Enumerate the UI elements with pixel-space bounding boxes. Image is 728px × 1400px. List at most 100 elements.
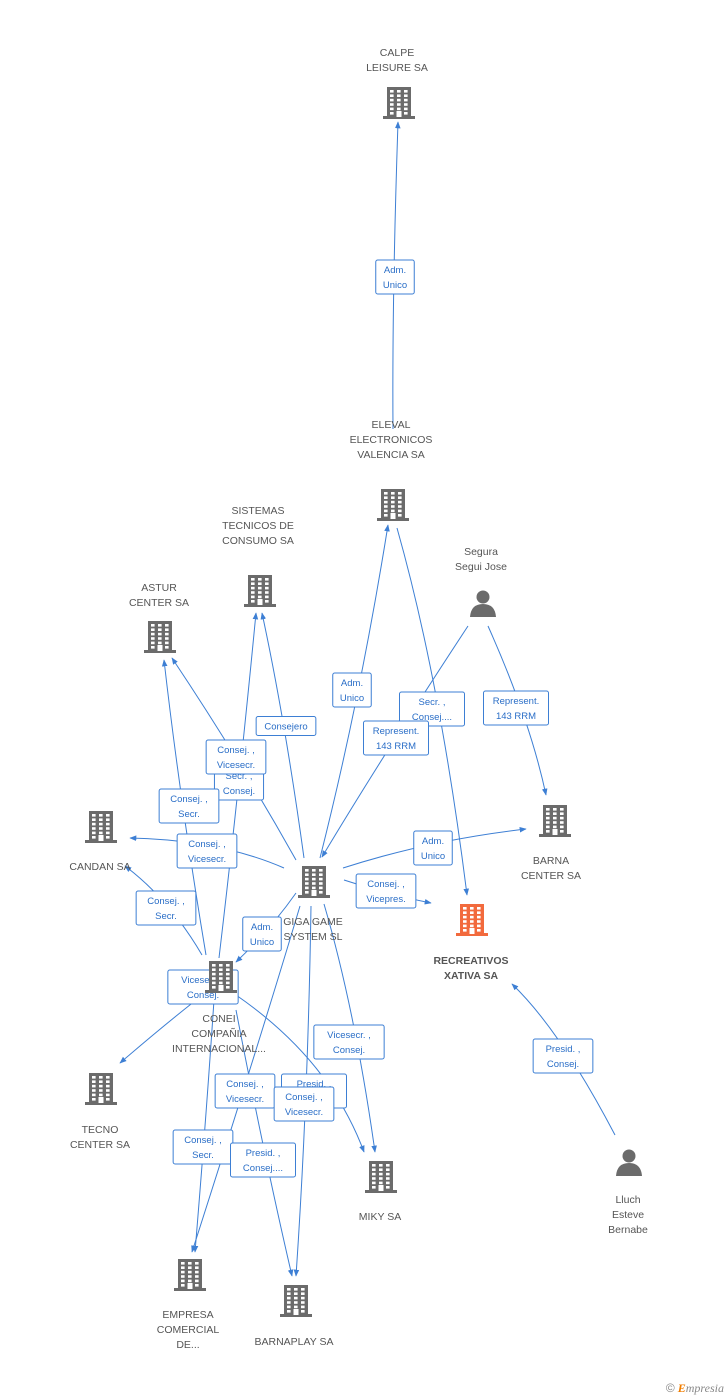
building-icon	[174, 1259, 206, 1291]
edge-label-giga-to-empresa[interactable]: Consej. ,Vicesecr.	[214, 1073, 276, 1109]
empresia-watermark: ©Empresia	[666, 1381, 724, 1396]
building-icon	[280, 1285, 312, 1317]
edge-label-text: Represent.	[493, 696, 539, 707]
edge-label-text: Consej.	[223, 786, 255, 797]
node-label: BARNA	[533, 855, 569, 867]
edge-label-text: Vicesecr.	[188, 854, 226, 865]
edge-label-text: Unico	[421, 851, 445, 862]
edge-label-giga-to-conei[interactable]: Adm.Unico	[242, 916, 282, 952]
edge-label-text: Adm.	[422, 836, 444, 847]
edge-label-segura-to-giga[interactable]: Represent.143 RRM	[363, 720, 429, 756]
edge-label-conei-to-astur[interactable]: Consej. , Secr.	[158, 788, 220, 824]
edge-label-text: Secr.	[155, 911, 177, 922]
edge-label-giga-to-astur[interactable]: Consej. , Vicesecr.	[205, 739, 267, 775]
edge-label-eleval-to-recreativos[interactable]: Secr. ,Consej....	[399, 691, 465, 727]
edge-label-conei-to-barnaplay[interactable]: Presid. ,Consej....	[230, 1142, 296, 1178]
edge-label-text: Adm.	[341, 678, 363, 689]
edge-label-giga-to-barnaplay[interactable]: Consej. , Vicesecr.	[273, 1086, 335, 1122]
edge-label-text: Represent.	[373, 726, 419, 737]
edge-label-text: Unico	[383, 280, 407, 291]
edge-label-lluch-to-recreativos[interactable]: Presid. , Consej.	[532, 1038, 594, 1074]
edge-label-box	[313, 1024, 385, 1060]
edge-label-text: Vicesecr.	[285, 1107, 323, 1118]
node-label: Segui Jose	[455, 561, 507, 573]
edge-label-giga-to-recreativos[interactable]: Consej. ,Vicepres.	[355, 873, 417, 909]
node-label: MIKY SA	[359, 1211, 401, 1223]
edge-label-text: Vicesecr.	[217, 760, 255, 771]
edge-giga-to-empresa	[191, 905, 301, 1253]
edge-label-text: Consej. ,	[217, 745, 255, 756]
person-icon	[616, 1149, 642, 1176]
node-label: INTERNACIONAL...	[172, 1043, 266, 1055]
node-label: SYSTEM SL	[284, 931, 343, 943]
edge-label-text: Secr. ,	[226, 771, 253, 782]
node-label: Bernabe	[608, 1224, 648, 1236]
node-label: GIGA GAME	[283, 916, 343, 928]
edge-label-text: Consej.	[187, 990, 219, 1001]
building-icon	[205, 961, 237, 993]
building-icon	[365, 1161, 397, 1193]
edge-label-giga-to-eleval[interactable]: Adm. Unico	[332, 672, 372, 708]
edge-label-segura-to-barna[interactable]: Represent. 143 RRM	[483, 690, 549, 726]
edge-label-text: Consej. ,	[184, 1135, 222, 1146]
edge-conei-to-empresa	[192, 999, 215, 1253]
node-label: Segura	[464, 546, 498, 558]
edge-label-text: Unico	[340, 693, 364, 704]
edge-label-text: Consej. ,	[147, 896, 185, 907]
edge-label-giga-to-barna[interactable]: Adm. Unico	[413, 830, 453, 866]
edge-label-box	[532, 1038, 594, 1074]
copyright-symbol: ©	[665, 1381, 675, 1395]
node-miky[interactable]: MIKY SA	[359, 1161, 401, 1223]
node-label: CANDAN SA	[69, 861, 130, 873]
node-label: TECNO	[82, 1124, 119, 1136]
edge-label-giga-to-sistemas[interactable]: Consejero	[255, 716, 317, 736]
edge-label-eleval-to-calpe[interactable]: Adm.Unico	[375, 259, 415, 295]
building-icon	[85, 811, 117, 843]
node-label: XATIVA SA	[444, 970, 498, 982]
edge-label-box	[255, 716, 317, 736]
edge-label-text: Vicesecr.	[226, 1094, 264, 1105]
node-label: CALPE	[380, 47, 414, 59]
building-icon	[85, 1073, 117, 1105]
edge-label-text: Consej. ,	[170, 794, 208, 805]
edge-label-text: Secr.	[178, 809, 200, 820]
node-label: ELEVAL	[372, 419, 411, 431]
edge-label-giga-to-miky[interactable]: Vicesecr. ,Consej.	[313, 1024, 385, 1060]
edge-label-text: Secr.	[192, 1150, 214, 1161]
edge-label-text: Presid. ,	[546, 1044, 581, 1055]
node-label: SISTEMAS	[231, 505, 284, 517]
edge-label-text: Presid. ,	[297, 1079, 332, 1090]
edge-label-box	[242, 916, 282, 952]
node-label: TECNICOS DE	[222, 520, 294, 532]
edge-label-box	[273, 1086, 335, 1122]
node-candan[interactable]: CANDAN SA	[69, 811, 131, 873]
edge-label-box	[176, 833, 238, 869]
node-giga[interactable]: GIGA GAME SYSTEM SL	[283, 866, 343, 943]
node-empresa[interactable]: EMPRESACOMERCIALDE...	[157, 1259, 220, 1351]
edge-label-text: 143 RRM	[496, 711, 536, 722]
edge-label-text: Consej. ,	[285, 1092, 323, 1103]
node-barnaplay[interactable]: BARNAPLAY SA	[255, 1285, 334, 1348]
edge-label-conei-to-candan[interactable]: Consej. , Secr.	[135, 890, 197, 926]
edge-label-text: Consej.	[547, 1059, 579, 1070]
node-conei[interactable]: CONEICOMPAÑIAINTERNACIONAL...	[172, 961, 266, 1055]
edge-label-box	[205, 739, 267, 775]
node-label: CONSUMO SA	[222, 535, 294, 547]
node-label: BARNAPLAY SA	[255, 1336, 334, 1348]
edge-label-giga-to-candan[interactable]: Consej. ,Vicesecr.	[176, 833, 238, 869]
edge-label-conei-to-empresa[interactable]: Consej. , Secr.	[172, 1129, 234, 1165]
building-icon	[144, 621, 176, 653]
edge-label-text: Secr. ,	[419, 697, 446, 708]
building-icon	[298, 866, 330, 898]
node-sistemas[interactable]: SISTEMAS TECNICOS DE CONSUMO SA	[222, 505, 294, 607]
